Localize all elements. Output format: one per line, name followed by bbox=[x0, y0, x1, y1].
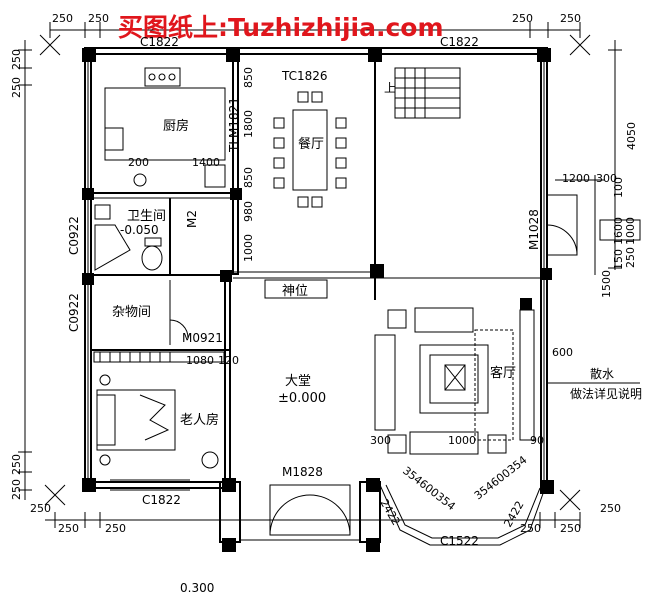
opening-labels: C1822 C1822 TC1826 TLM1821 M2 C0922 C092… bbox=[67, 35, 541, 548]
room-elder-bedroom: 老人房 bbox=[180, 412, 219, 428]
dim-300b: 300 bbox=[370, 434, 391, 447]
furniture bbox=[93, 67, 641, 469]
label-c1822-bottom: C1822 bbox=[142, 493, 181, 507]
dim-0300: 0.300 bbox=[180, 581, 214, 595]
room-hall: 大堂 bbox=[285, 374, 311, 389]
dim-300: 300 bbox=[596, 172, 617, 185]
dim-left-250-bottom: 250 bbox=[10, 454, 23, 475]
dim-1000b: 1000 bbox=[448, 434, 476, 447]
dim-top-left-250: 250 bbox=[52, 12, 73, 25]
label-c0922-upper: C0922 bbox=[67, 216, 81, 255]
dimension-lines bbox=[18, 22, 622, 528]
dim-left-250-bottom2: 250 bbox=[10, 479, 23, 500]
dim-bottom-250b: 250 bbox=[58, 522, 79, 535]
label-tc1826: TC1826 bbox=[281, 69, 328, 83]
dim-850-mid: 850 bbox=[242, 167, 255, 188]
room-bathroom: 卫生间 bbox=[127, 209, 166, 224]
dim-980: 980 bbox=[242, 201, 255, 222]
dim-1800: 1800 bbox=[242, 110, 255, 138]
dim-bottom-250c: 250 bbox=[105, 522, 126, 535]
dim-bottom-right-250b: 250 bbox=[560, 522, 581, 535]
label-tlm1821: TLM1821 bbox=[227, 97, 241, 153]
dim-1600: 1600 bbox=[612, 217, 625, 245]
room-bathroom-level: -0.050 bbox=[120, 223, 159, 237]
label-m2: M2 bbox=[185, 210, 199, 228]
room-labels: 厨房 餐厅 卫生间 -0.050 杂物间 老人房 大堂 ±0.000 客厅 神位… bbox=[112, 81, 516, 428]
label-m0921: M0921 bbox=[182, 331, 223, 345]
dim-bottom-right-250c: 250 bbox=[600, 502, 621, 515]
stair-up-label: 上 bbox=[384, 81, 396, 95]
note-drain-detail: 做法详见说明 bbox=[570, 386, 642, 401]
bay-dim-2: 354600354 bbox=[472, 453, 530, 502]
dim-left-250-mid: 250 bbox=[10, 49, 23, 70]
label-m1028: M1028 bbox=[527, 209, 541, 250]
dim-850-top: 850 bbox=[242, 67, 255, 88]
dim-top-right-250: 250 bbox=[512, 12, 533, 25]
label-c1822-top-right: C1822 bbox=[440, 35, 479, 49]
dim-1200: 1200 bbox=[562, 172, 590, 185]
dim-right-4050: 4050 bbox=[625, 122, 638, 150]
watermark: 买图纸上:Tuzhizhijia.com bbox=[118, 13, 444, 42]
columns bbox=[82, 48, 554, 552]
dim-250r: 250 bbox=[624, 247, 637, 268]
dim-200: 200 bbox=[128, 156, 149, 169]
dim-bottom-250a: 250 bbox=[30, 502, 51, 515]
room-shrine: 神位 bbox=[282, 284, 308, 299]
dim-1400: 1400 bbox=[192, 156, 220, 169]
room-storage: 杂物间 bbox=[112, 305, 151, 320]
room-living: 客厅 bbox=[490, 365, 516, 381]
note-drain: 散水 bbox=[590, 366, 614, 381]
dim-1000: 1000 bbox=[242, 234, 255, 262]
dim-top-right-250b: 250 bbox=[560, 12, 581, 25]
label-c1522: C1522 bbox=[440, 534, 479, 548]
dim-left-250-top: 250 bbox=[10, 77, 23, 98]
doors-windows bbox=[90, 240, 351, 536]
dim-1000r: 1000 bbox=[624, 217, 637, 245]
dim-bottom-right-250a: 250 bbox=[520, 522, 541, 535]
label-c0922-lower: C0922 bbox=[67, 293, 81, 332]
label-m1828: M1828 bbox=[282, 465, 323, 479]
dim-top-left-250b: 250 bbox=[88, 12, 109, 25]
dim-120: 120 bbox=[218, 354, 239, 367]
dim-1500: 1500 bbox=[600, 270, 613, 298]
room-kitchen: 厨房 bbox=[163, 118, 189, 134]
notes: 散水 做法详见说明 bbox=[548, 366, 642, 401]
dim-600: 600 bbox=[552, 346, 573, 359]
dim-90: 90 bbox=[530, 434, 544, 447]
label-c1822-top: C1822 bbox=[140, 35, 179, 49]
room-hall-level: ±0.000 bbox=[278, 391, 326, 406]
dim-150: 150 bbox=[612, 249, 625, 270]
dim-1080: 1080 bbox=[186, 354, 214, 367]
bay-dim-1: 354600354 bbox=[400, 464, 458, 513]
room-dining: 餐厅 bbox=[298, 136, 324, 152]
dim-100: 100 bbox=[612, 177, 625, 198]
